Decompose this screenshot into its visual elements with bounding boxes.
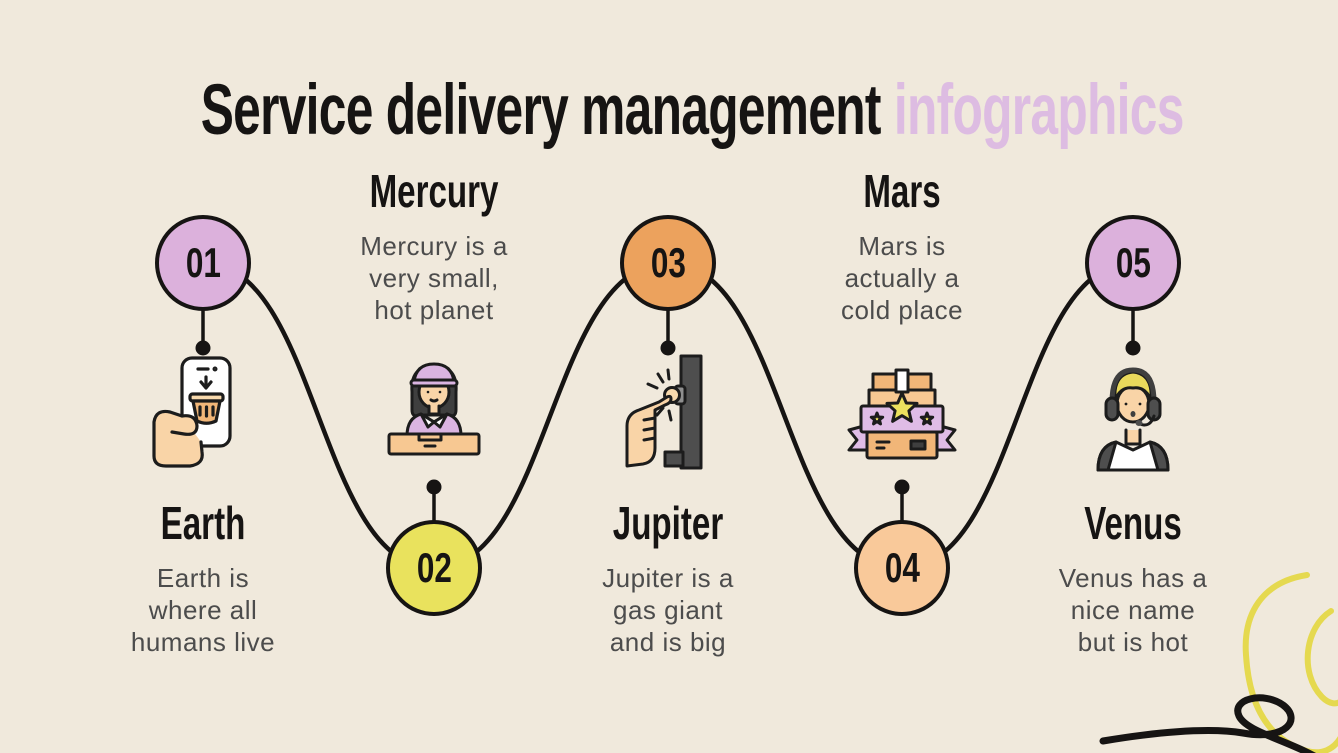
- delivery-woman-counter-icon: [369, 352, 499, 474]
- node-label: Jupiter: [612, 497, 724, 549]
- title-main: Service delivery management: [200, 71, 894, 150]
- step-number: 03: [650, 239, 686, 286]
- node-label: Mercury: [369, 165, 499, 217]
- node-description: Mercury is a very small, hot planet: [360, 231, 508, 326]
- node-text-mars: Mars Mars is actually a cold place: [772, 164, 1032, 327]
- stacked-gift-boxes-icon: [837, 352, 967, 474]
- node-label: Venus: [1084, 497, 1182, 549]
- node-description: Earth is where all humans live: [130, 563, 276, 658]
- node-description: Jupiter is a gas giant and is big: [602, 563, 734, 658]
- corner-scribble-black: [1099, 694, 1316, 753]
- node-description: Venus has a nice name but is hot: [1058, 563, 1208, 658]
- hand-ringing-doorbell-icon: [603, 352, 733, 474]
- title-accent: infographics: [893, 71, 1185, 150]
- step-circle-02: 02: [386, 520, 482, 616]
- step-circle-05: 05: [1085, 215, 1181, 311]
- node-text-earth: Earth Earth is where all humans live: [73, 496, 333, 659]
- page-title: Service delivery management infographics: [200, 70, 1185, 151]
- step-number: 01: [185, 239, 221, 286]
- hand-holding-phone-order-icon: [138, 352, 268, 474]
- node-label: Mars: [863, 165, 941, 217]
- step-circle-04: 04: [854, 520, 950, 616]
- support-agent-headset-icon: [1068, 352, 1198, 474]
- step-circle-01: 01: [155, 215, 251, 311]
- node-text-jupiter: Jupiter Jupiter is a gas giant and is bi…: [538, 496, 798, 659]
- step-circle-03: 03: [620, 215, 716, 311]
- step-number: 05: [1115, 239, 1151, 286]
- node-description: Mars is actually a cold place: [840, 231, 964, 326]
- node-stems: [195, 309, 1141, 523]
- node-text-mercury: Mercury Mercury is a very small, hot pla…: [304, 164, 564, 327]
- step-number: 02: [416, 544, 452, 591]
- step-number: 04: [884, 544, 920, 591]
- corner-squiggle-yellow: [1242, 572, 1338, 753]
- node-label: Earth: [160, 497, 246, 549]
- node-text-venus: Venus Venus has a nice name but is hot: [1003, 496, 1263, 659]
